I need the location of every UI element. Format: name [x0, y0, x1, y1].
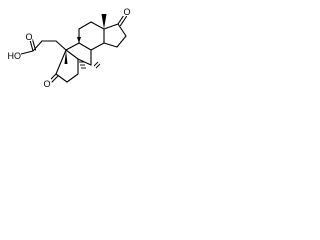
bond-carbonyl-double-1 — [29, 39, 34, 52]
bond-c7-c3 — [55, 73, 68, 83]
ring-b — [65, 42, 92, 66]
bond-c4-c9 — [65, 42, 80, 51]
bond-carboxyl-hydroxyl — [20, 50, 34, 55]
bond-c4-ch2 — [55, 40, 67, 51]
hydrogen-wedge-c9 — [77, 37, 81, 43]
ring-a-ketone-oxygen-label: O — [44, 79, 51, 89]
hydrogen-hash-c14 — [93, 61, 101, 69]
carboxyl-oxygen-label: O — [26, 32, 33, 42]
bond-c4-c5 — [65, 49, 79, 60]
bond-c9-c8 — [78, 42, 92, 51]
atom-labels: O HO O O — [7, 6, 131, 89]
hydrogen-hash-c5 — [79, 61, 86, 69]
bond-c3-c4 — [55, 49, 67, 75]
bond-ketone-d-double-2 — [119, 15, 128, 27]
bond-c8-c13-link — [90, 42, 105, 51]
bond-c16-c15 — [116, 35, 127, 48]
stereo-bonds — [64, 14, 107, 69]
bond-c6-c7 — [66, 73, 79, 83]
methyl-wedge-c13 — [101, 14, 107, 29]
bond-c15-c14 — [103, 42, 118, 48]
bond-c12-c13 — [90, 21, 105, 30]
ring-d-ketone-oxygen-label: O — [124, 7, 131, 17]
side-chain — [20, 38, 67, 55]
bond-c17-c16 — [117, 23, 127, 37]
hydroxyl-label: HO — [8, 51, 22, 61]
bond-c14-c5 — [77, 58, 92, 66]
bond-ketone-a-double-2 — [51, 75, 59, 83]
bond-ch2-carboxyl-carbon — [32, 40, 43, 52]
bond-c11-c12 — [78, 21, 92, 30]
bond-c13-c17 — [103, 23, 119, 30]
ring-a — [49, 49, 79, 83]
methyl-wedge-c4 — [64, 50, 68, 64]
bond-ketone-d-double-1 — [117, 14, 125, 25]
ring-d — [103, 14, 128, 48]
bond-carbonyl-double-2 — [31, 38, 37, 51]
chemical-structure-diagram: O HO O O — [7, 6, 131, 89]
